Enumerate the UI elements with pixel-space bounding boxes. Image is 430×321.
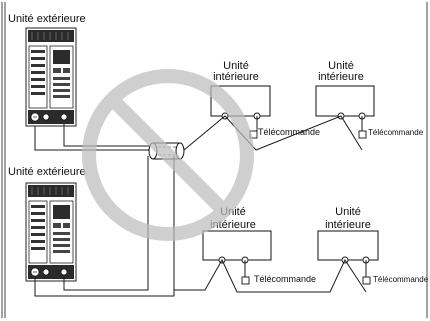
indoor-unit-label-4-line2: intérieure [325,219,371,231]
indoor-unit-label-1-line2: intérieure [213,71,259,83]
remote-label-3: Télécommande [254,274,316,284]
indoor-unit-label-2-line2: intérieure [318,71,364,83]
outdoor-unit-icon-top [25,27,77,127]
indoor-unit-box-3 [202,230,272,261]
remote-controller-icon-3 [241,276,250,285]
remote-label-2: Télécommande [368,128,424,137]
remote-controller-icon-4 [362,276,371,285]
indoor-unit-box-2 [315,85,375,117]
remote-label-4: Télécommande [373,275,429,284]
remote-label-1: Télécommande [258,127,320,137]
wire-bottom-outdoor-b [63,156,149,291]
indoor-unit-label-2-line1: Unité [328,60,354,72]
indoor-unit-box-4 [317,230,379,261]
remote-controller-icon-2 [358,130,367,139]
wire-top-outdoor-b [63,124,156,147]
wire-top-bus [183,115,363,151]
indoor-unit-label-4-line1: Unité [335,206,361,218]
outdoor-unit-label-bottom: Unité extérieure [8,166,86,178]
indoor-unit-label-1-line1: Unité [223,60,249,72]
wire-bottom-bus [174,258,367,293]
outdoor-unit-icon-bottom [25,182,77,282]
wire-bottom-outdoor-a [34,156,175,297]
wire-top-outdoor-a [34,126,156,151]
no-entry-icon [82,69,254,241]
outdoor-unit-label-top: Unité extérieure [8,13,86,25]
